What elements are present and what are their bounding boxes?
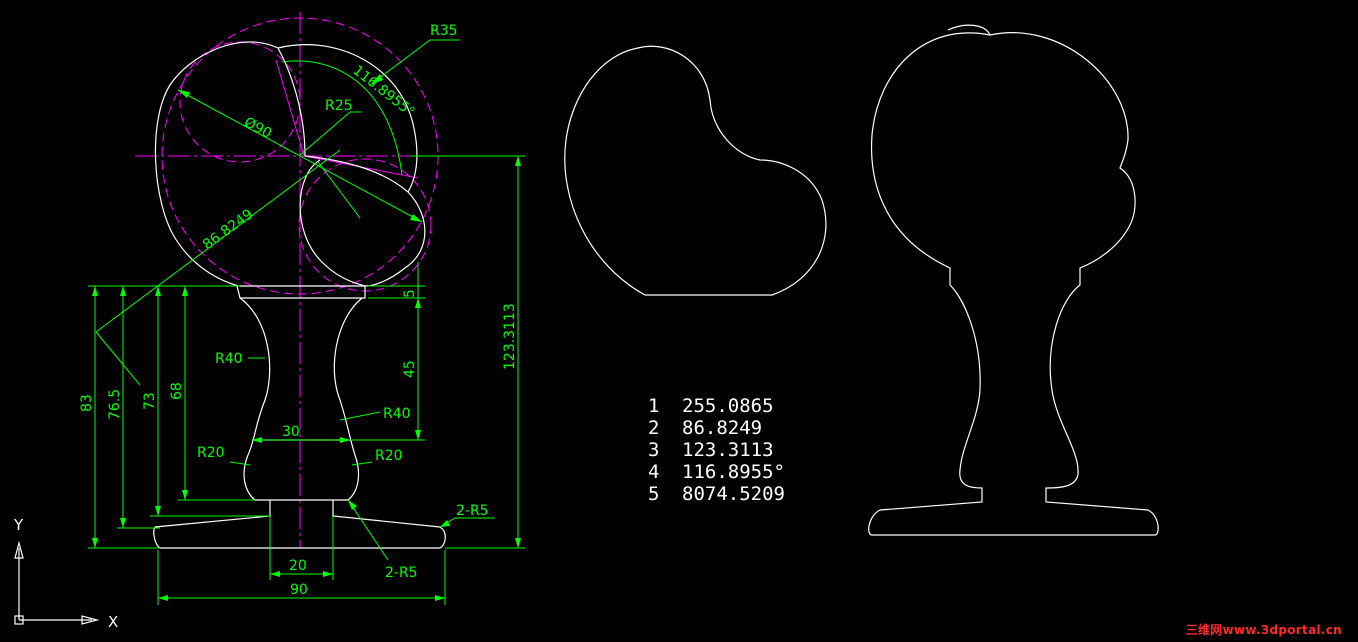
label-d90: 90 xyxy=(290,582,308,598)
result-value: 8074.5209 xyxy=(682,483,785,505)
result-index: 1 xyxy=(648,395,659,417)
result-index: 5 xyxy=(648,483,659,505)
dimension-arrowheads xyxy=(92,74,521,601)
outline-base xyxy=(153,500,446,549)
ucs-x-label: X xyxy=(108,613,118,631)
side-profile-top-bump xyxy=(947,24,991,36)
label-r5-bottom: 2-R5 xyxy=(385,565,418,581)
label-d45: 45 xyxy=(402,360,418,378)
result-value: 123.3113 xyxy=(682,439,774,461)
outline-neck-right xyxy=(333,297,363,501)
label-d20: 20 xyxy=(289,558,307,574)
label-r5-right: 2-R5 xyxy=(456,503,489,519)
watermark-text: 三维网www.3dportal.cn xyxy=(1185,623,1342,637)
dia90-dimension-line xyxy=(177,89,423,223)
label-d1233113: 123.3113 xyxy=(502,303,518,370)
outline-neck-left xyxy=(239,297,271,501)
label-d868249: 86.8249 xyxy=(200,206,256,253)
r25-leader xyxy=(299,111,362,156)
r35-leader xyxy=(369,39,460,86)
outline-lower-lobe xyxy=(364,191,426,287)
dimension-lines xyxy=(88,39,525,605)
r40-right-leader xyxy=(339,411,381,421)
construction-guide-lines xyxy=(275,59,419,179)
d868249-extension xyxy=(95,331,141,386)
label-d5: 5 xyxy=(402,289,418,298)
d868249-dimension-line xyxy=(95,149,341,333)
outline-head-left-arc xyxy=(154,41,306,287)
label-d68: 68 xyxy=(169,382,185,400)
angle-arc xyxy=(281,60,403,176)
outline-head-right-arc xyxy=(277,44,418,193)
result-value: 116.8955° xyxy=(682,461,785,483)
result-value: 86.8249 xyxy=(682,417,762,439)
label-r40-left: R40 xyxy=(215,351,243,367)
label-r20-right: R20 xyxy=(375,448,403,464)
outline-collar xyxy=(236,285,366,299)
label-r40-right: R40 xyxy=(383,406,411,422)
label-r20-left: R20 xyxy=(197,445,225,461)
side-profile-outline xyxy=(868,32,1159,536)
dashed-left-lobe-circle xyxy=(179,41,301,163)
label-d765: 76.5 xyxy=(107,389,123,420)
dashed-bottom-lobe-circle xyxy=(298,158,432,292)
outline-lobe-inner xyxy=(299,159,366,287)
ucs-axis-icon: Y X xyxy=(13,516,118,631)
label-d73: 73 xyxy=(142,392,158,410)
r5-bottom-leader xyxy=(347,499,389,561)
r20-left-leader xyxy=(229,461,251,466)
result-value: 255.0865 xyxy=(682,395,774,417)
ucs-y-label: Y xyxy=(13,516,24,534)
result-index: 3 xyxy=(648,439,659,461)
label-r25: R25 xyxy=(325,98,353,114)
kidney-section-profile xyxy=(564,45,827,296)
label-d83: 83 xyxy=(79,394,95,412)
label-r35: R35 xyxy=(430,23,458,39)
result-index: 4 xyxy=(648,461,659,483)
label-dia90: Ø90 xyxy=(241,114,274,142)
results-list: 1 255.0865 2 86.8249 3 123.3113 4 116.89… xyxy=(648,395,785,505)
lobe-radius-line xyxy=(317,161,361,219)
label-d30: 30 xyxy=(282,424,300,440)
r20-right-leader xyxy=(351,461,373,466)
result-index: 2 xyxy=(648,417,659,439)
outline-inner-lobe-top xyxy=(304,155,409,193)
dimension-texts: R35 116.8955° Ø90 R25 86.8249 123.3113 5… xyxy=(79,23,518,598)
